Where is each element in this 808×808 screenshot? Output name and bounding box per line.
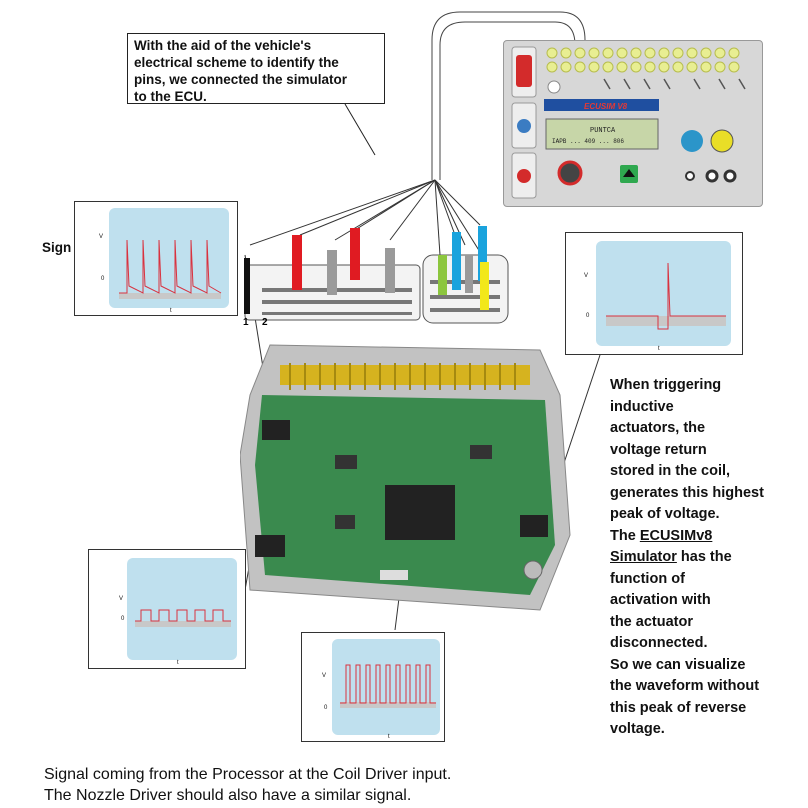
scope-panel-processor: V 0 t bbox=[88, 549, 246, 669]
pin-blue-1 bbox=[452, 232, 461, 290]
right-line: activation with bbox=[610, 592, 711, 608]
ecu-processor-chip bbox=[385, 485, 455, 540]
right-text-the: The bbox=[610, 527, 640, 544]
right-line: actuators, the bbox=[610, 420, 706, 436]
bottom-line-1: Signal coming from the Processor at the … bbox=[44, 766, 452, 783]
scope-screen-peak bbox=[596, 241, 731, 346]
callout-line-1: With the aid of the vehicle's bbox=[134, 38, 312, 53]
pin-yellow bbox=[480, 262, 489, 310]
scope-peak-v: V bbox=[584, 273, 589, 279]
cable-outer bbox=[431, 11, 586, 180]
display-line-2: IAPB ... 409 ... 806 bbox=[552, 138, 624, 145]
simulator-link[interactable]: Simulator bbox=[610, 549, 677, 565]
scope-screen-coil bbox=[109, 208, 229, 308]
scope-nozzle-t: t bbox=[388, 734, 390, 740]
scope-coil-v: V bbox=[99, 234, 104, 240]
scope-coil-zero: 0 bbox=[101, 276, 105, 282]
right-explanation: When triggering inductive actuators, the… bbox=[610, 375, 800, 741]
right-line: this peak of reverse bbox=[610, 699, 747, 716]
waveform-square bbox=[135, 609, 231, 627]
right-line: stored in the coil, bbox=[610, 463, 731, 479]
scope-proc-v: V bbox=[119, 596, 124, 602]
right-line: inductive bbox=[610, 398, 674, 415]
display-line-1: PUNTCA bbox=[590, 127, 616, 135]
scope-panel-nozzle: V 0 t bbox=[301, 632, 445, 742]
right-line: voltage return bbox=[610, 441, 707, 458]
bottom-line-2: The Nozzle Driver should also have a sim… bbox=[44, 787, 412, 804]
simulator-logo: ECUSIM V8 bbox=[584, 102, 628, 111]
pin-red-2 bbox=[350, 228, 360, 280]
scope-screen-nozzle bbox=[332, 639, 440, 735]
ecu-board-image bbox=[239, 344, 571, 611]
scope-peak-t: t bbox=[658, 346, 660, 352]
pin-gray-3 bbox=[465, 255, 473, 293]
callout-line-2: electrical scheme to identify the bbox=[134, 55, 339, 70]
right-line: Simulator has the bbox=[610, 547, 800, 569]
scope-panel-inductive-peak: V 0 t bbox=[565, 232, 743, 355]
ecusim-link[interactable]: ECUSIMv8 bbox=[639, 527, 713, 544]
pin-gray-2 bbox=[385, 248, 395, 293]
waveform-coil-spikes bbox=[119, 239, 222, 299]
callout-pointer bbox=[344, 103, 376, 156]
pin-blue-2 bbox=[478, 226, 487, 281]
callout-line-3: pins, we connected the simulator bbox=[134, 72, 348, 87]
pin-2-label: 2 bbox=[262, 317, 268, 328]
scope-proc-t: t bbox=[177, 660, 179, 666]
callout-box: With the aid of the vehicle's electrical… bbox=[127, 33, 385, 104]
scope-coil-t: t bbox=[170, 308, 172, 314]
wire-fan bbox=[249, 179, 486, 261]
scope-proc-zero: 0 bbox=[121, 616, 125, 622]
ecusim-simulator: ECUSIM V8 PUNTCA IAPB ... 409 ... 806 bbox=[503, 40, 763, 207]
waveform-inductive-peak bbox=[606, 262, 726, 330]
right-line: So we can visualize bbox=[610, 656, 746, 673]
right-line: peak of voltage. bbox=[610, 506, 720, 522]
pin-gray-1 bbox=[327, 250, 337, 295]
ecu-board bbox=[239, 335, 575, 620]
waveform-nozzle-pulses bbox=[340, 664, 436, 708]
simulator-face: ECUSIM V8 PUNTCA IAPB ... 409 ... 806 bbox=[511, 46, 746, 199]
right-line: function of bbox=[610, 570, 685, 587]
right-line: voltage. bbox=[610, 721, 665, 737]
right-line: disconnected. bbox=[610, 635, 708, 651]
right-line: The ECUSIMv8 bbox=[610, 526, 800, 548]
scope-peak-zero: 0 bbox=[586, 313, 590, 319]
right-line: generates this highest bbox=[610, 484, 764, 501]
scope-screen-processor bbox=[127, 558, 237, 660]
scope-nozzle-zero: 0 bbox=[324, 705, 328, 711]
pin-red-1 bbox=[292, 235, 302, 290]
scope-panel-coil: V 0 t bbox=[74, 201, 238, 316]
pin-green bbox=[438, 255, 447, 295]
cable-inner bbox=[439, 21, 576, 180]
pin-1-label: 1 bbox=[243, 317, 249, 328]
right-line: When triggering bbox=[610, 377, 722, 393]
right-line: the actuator bbox=[610, 613, 693, 630]
scope-nozzle-v: V bbox=[322, 673, 327, 679]
right-line: the waveform without bbox=[610, 678, 760, 694]
callout-line-4: to the ECU. bbox=[134, 89, 207, 104]
right-text-has-the: has the bbox=[676, 549, 732, 565]
